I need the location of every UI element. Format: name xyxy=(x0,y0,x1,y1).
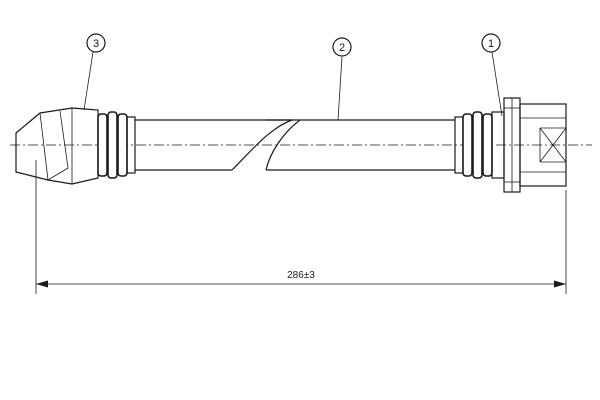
hose-body xyxy=(135,119,455,171)
callout-2-label: 2 xyxy=(339,42,345,54)
crimp-ring-right-3 xyxy=(482,113,493,177)
break-line-right xyxy=(265,119,301,171)
callout-1: 1 xyxy=(481,33,501,53)
dimension-line xyxy=(36,280,566,288)
leader-line-2 xyxy=(337,56,343,121)
crimp-ring-left-2 xyxy=(107,111,118,179)
crimp-ring-left-3 xyxy=(117,113,128,177)
callout-3-label: 3 xyxy=(93,38,99,50)
callout-1-label: 1 xyxy=(488,38,494,50)
crimp-ring-right-1 xyxy=(462,113,473,177)
leader-line-1 xyxy=(491,51,503,117)
hex-nut xyxy=(519,103,567,187)
crimp-ring-right-2 xyxy=(472,111,483,179)
callout-3: 3 xyxy=(86,33,106,53)
right-fitting xyxy=(454,97,567,193)
dimension-label: 286±3 xyxy=(287,270,315,281)
break-line-left xyxy=(231,119,293,171)
leader-line-3 xyxy=(83,51,94,111)
crimp-ring-left-1 xyxy=(97,113,108,177)
callout-2: 2 xyxy=(332,37,352,57)
left-fitting xyxy=(15,107,136,185)
